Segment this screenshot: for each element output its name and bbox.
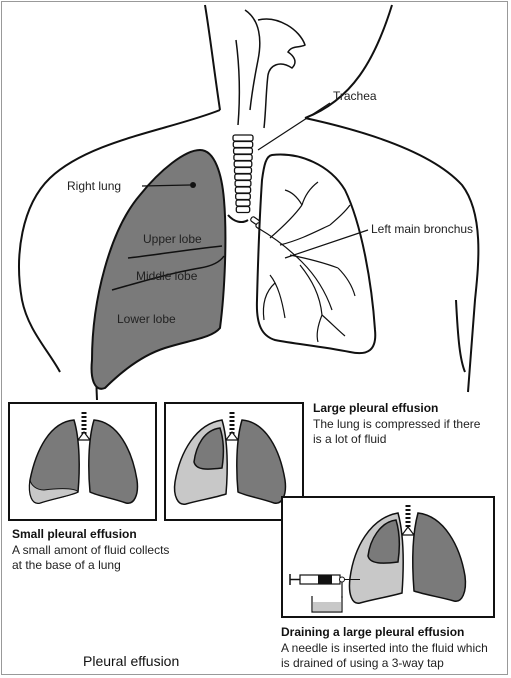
- right-lung-marker: [190, 182, 196, 188]
- label-middle-lobe: Middle lobe: [136, 269, 198, 283]
- small-effusion-desc-2: at the base of a lung: [12, 558, 121, 572]
- trachea-ring: [234, 161, 252, 167]
- trachea-ring: [236, 194, 251, 200]
- left-lung: [257, 155, 375, 354]
- trachea-ring: [235, 187, 250, 193]
- draining-title: Draining a large pleural effusion: [281, 625, 464, 639]
- label-right-lung: Right lung: [67, 179, 121, 193]
- large-effusion-desc-2: is a lot of fluid: [313, 432, 386, 446]
- trachea-ring: [234, 155, 252, 161]
- throat-structures: [236, 10, 305, 128]
- label-upper-lobe: Upper lobe: [143, 232, 202, 246]
- panel-draining-effusion: [282, 497, 494, 617]
- large-effusion-title: Large pleural effusion: [313, 401, 438, 415]
- trachea-ring: [233, 142, 252, 148]
- trachea-ring: [234, 148, 253, 154]
- label-trachea: Trachea: [333, 89, 377, 103]
- draining-desc-2: is drained of using a 3-way tap: [281, 656, 444, 670]
- trachea-ring: [235, 181, 251, 187]
- trachea-pointer: [258, 103, 330, 150]
- draining-desc-1: A needle is inserted into the fluid whic…: [281, 641, 488, 655]
- panel-small-effusion: [9, 403, 156, 520]
- small-effusion-title: Small pleural effusion: [12, 527, 137, 541]
- trachea-ring: [236, 200, 250, 206]
- carina: [228, 215, 248, 222]
- label-lower-lobe: Lower lobe: [117, 312, 176, 326]
- trachea-ring: [235, 168, 252, 174]
- label-left-main-bronchus: Left main bronchus: [371, 222, 473, 236]
- trachea-ring: [233, 135, 253, 141]
- trachea-ring: [236, 207, 249, 213]
- large-effusion-desc-1: The lung is compressed if there: [313, 417, 481, 431]
- left-lung-shape: [257, 155, 375, 354]
- small-effusion-desc-1: A small amont of fluid collects: [12, 543, 169, 557]
- trachea-ring: [235, 174, 251, 180]
- diagram-title: Pleural effusion: [83, 653, 179, 669]
